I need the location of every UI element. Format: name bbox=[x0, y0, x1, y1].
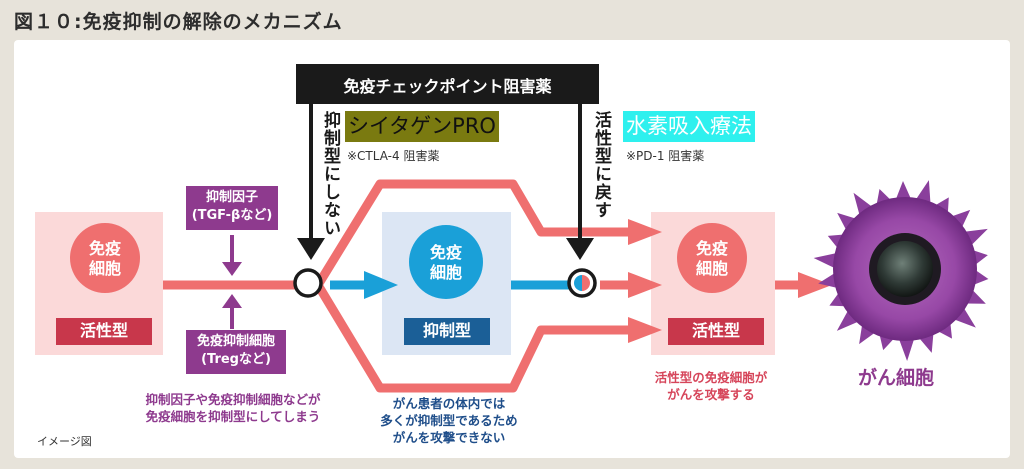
suppressive-factor-box: 抑制因子 (TGF-βなど) bbox=[186, 186, 278, 230]
cancer-spike bbox=[859, 324, 876, 345]
left-cell-text: 免疫 細胞 bbox=[70, 239, 140, 279]
middle-caption-line3: がんを攻撃できない bbox=[392, 430, 506, 445]
cancer-spike bbox=[915, 180, 931, 204]
middle-immune-cell bbox=[409, 225, 483, 299]
middle-caption-line1: がん患者の体内では bbox=[392, 396, 506, 411]
cancer-spike bbox=[951, 209, 971, 228]
checkpoint-left-leg bbox=[309, 104, 313, 240]
middle-caption: がん患者の体内では 多くが抑制型であるため がんを攻撃できない bbox=[364, 395, 534, 446]
cancer-spike bbox=[818, 272, 838, 289]
left-caption-line2: 免疫細胞を抑制型にしてしまう bbox=[145, 409, 321, 424]
left-junction-circle bbox=[293, 268, 323, 298]
cancer-spike bbox=[813, 253, 837, 269]
highlight-left-label: シイタゲンPRO bbox=[345, 111, 499, 142]
right-badge-bg bbox=[668, 318, 764, 345]
checkpoint-left-arrowhead bbox=[297, 238, 325, 260]
right-caption: 活性型の免疫細胞が がんを攻撃する bbox=[636, 369, 786, 403]
right-cell-text: 免疫 細胞 bbox=[677, 239, 747, 279]
pink-arrowheads bbox=[628, 219, 832, 343]
middle-cell-line1: 免疫 bbox=[429, 243, 462, 262]
middle-badge-bg bbox=[404, 318, 490, 345]
suppressor-cell-box: 免疫抑制細胞 (Tregなど) bbox=[186, 330, 286, 374]
left-caption-line1: 抑制因子や免疫抑制細胞などが bbox=[145, 392, 321, 407]
cancer-spike bbox=[953, 307, 976, 328]
suppressive-factor-line1: 抑制因子 bbox=[205, 190, 258, 205]
right-active-badge: 活性型 bbox=[691, 321, 740, 340]
cancer-cell-illustration bbox=[813, 180, 989, 361]
suppressor-cell-line2: (Tregなど) bbox=[201, 352, 271, 367]
right-caption-line2: がんを攻撃する bbox=[667, 387, 755, 402]
middle-cell-line2: 細胞 bbox=[429, 263, 462, 282]
cancer-spike bbox=[898, 338, 915, 361]
left-active-badge: 活性型 bbox=[79, 321, 128, 340]
right-arrow-label: 活性型に戻す bbox=[591, 111, 611, 219]
middle-suppressed-badge: 抑制型 bbox=[422, 321, 471, 340]
suppressor-cell-line1: 免疫抑制細胞 bbox=[196, 334, 275, 349]
right-immune-cell bbox=[677, 223, 747, 293]
left-immune-cell bbox=[70, 223, 140, 293]
checkpoint-right-leg bbox=[578, 104, 582, 240]
left-badge-bg bbox=[56, 318, 152, 345]
pd1-note: ※PD-1 阻害薬 bbox=[626, 149, 705, 163]
cancer-spike bbox=[973, 269, 989, 285]
cancer-spike bbox=[837, 212, 857, 231]
checkpoint-bar bbox=[296, 64, 599, 104]
blue-arrowhead bbox=[364, 271, 398, 299]
right-caption-line1: 活性型の免疫細胞が bbox=[654, 370, 768, 385]
figure-title: 図１０:免疫抑制の解除のメカニズム bbox=[14, 11, 343, 33]
cancer-spike bbox=[895, 181, 912, 200]
left-caption: 抑制因子や免疫抑制細胞などが 免疫細胞を抑制型にしてしまう bbox=[128, 391, 338, 425]
pink-flow-paths bbox=[163, 179, 800, 393]
ctla4-note: ※CTLA-4 阻害薬 bbox=[347, 149, 440, 163]
right-cell-line1: 免疫 bbox=[695, 239, 728, 258]
middle-cell-text: 免疫 細胞 bbox=[411, 243, 481, 283]
middle-caption-line2: 多くが抑制型であるため bbox=[380, 413, 518, 428]
left-cell-line1: 免疫 bbox=[88, 239, 121, 258]
checkpoint-right-arrowhead bbox=[566, 238, 594, 260]
cancer-cell-label: がん細胞 bbox=[858, 367, 935, 389]
checkpoint-label: 免疫チェックポイント阻害薬 bbox=[343, 77, 552, 96]
left-arrow-label: 抑制型にしない bbox=[320, 111, 340, 237]
image-note: イメージ図 bbox=[37, 435, 92, 448]
highlight-right-label: 水素吸入療法 bbox=[623, 111, 755, 142]
right-cell-line2: 細胞 bbox=[695, 259, 728, 278]
left-cell-line2: 細胞 bbox=[88, 259, 121, 278]
cancer-spike bbox=[836, 310, 859, 331]
suppressive-factor-line2: (TGF-βなど) bbox=[191, 208, 273, 223]
